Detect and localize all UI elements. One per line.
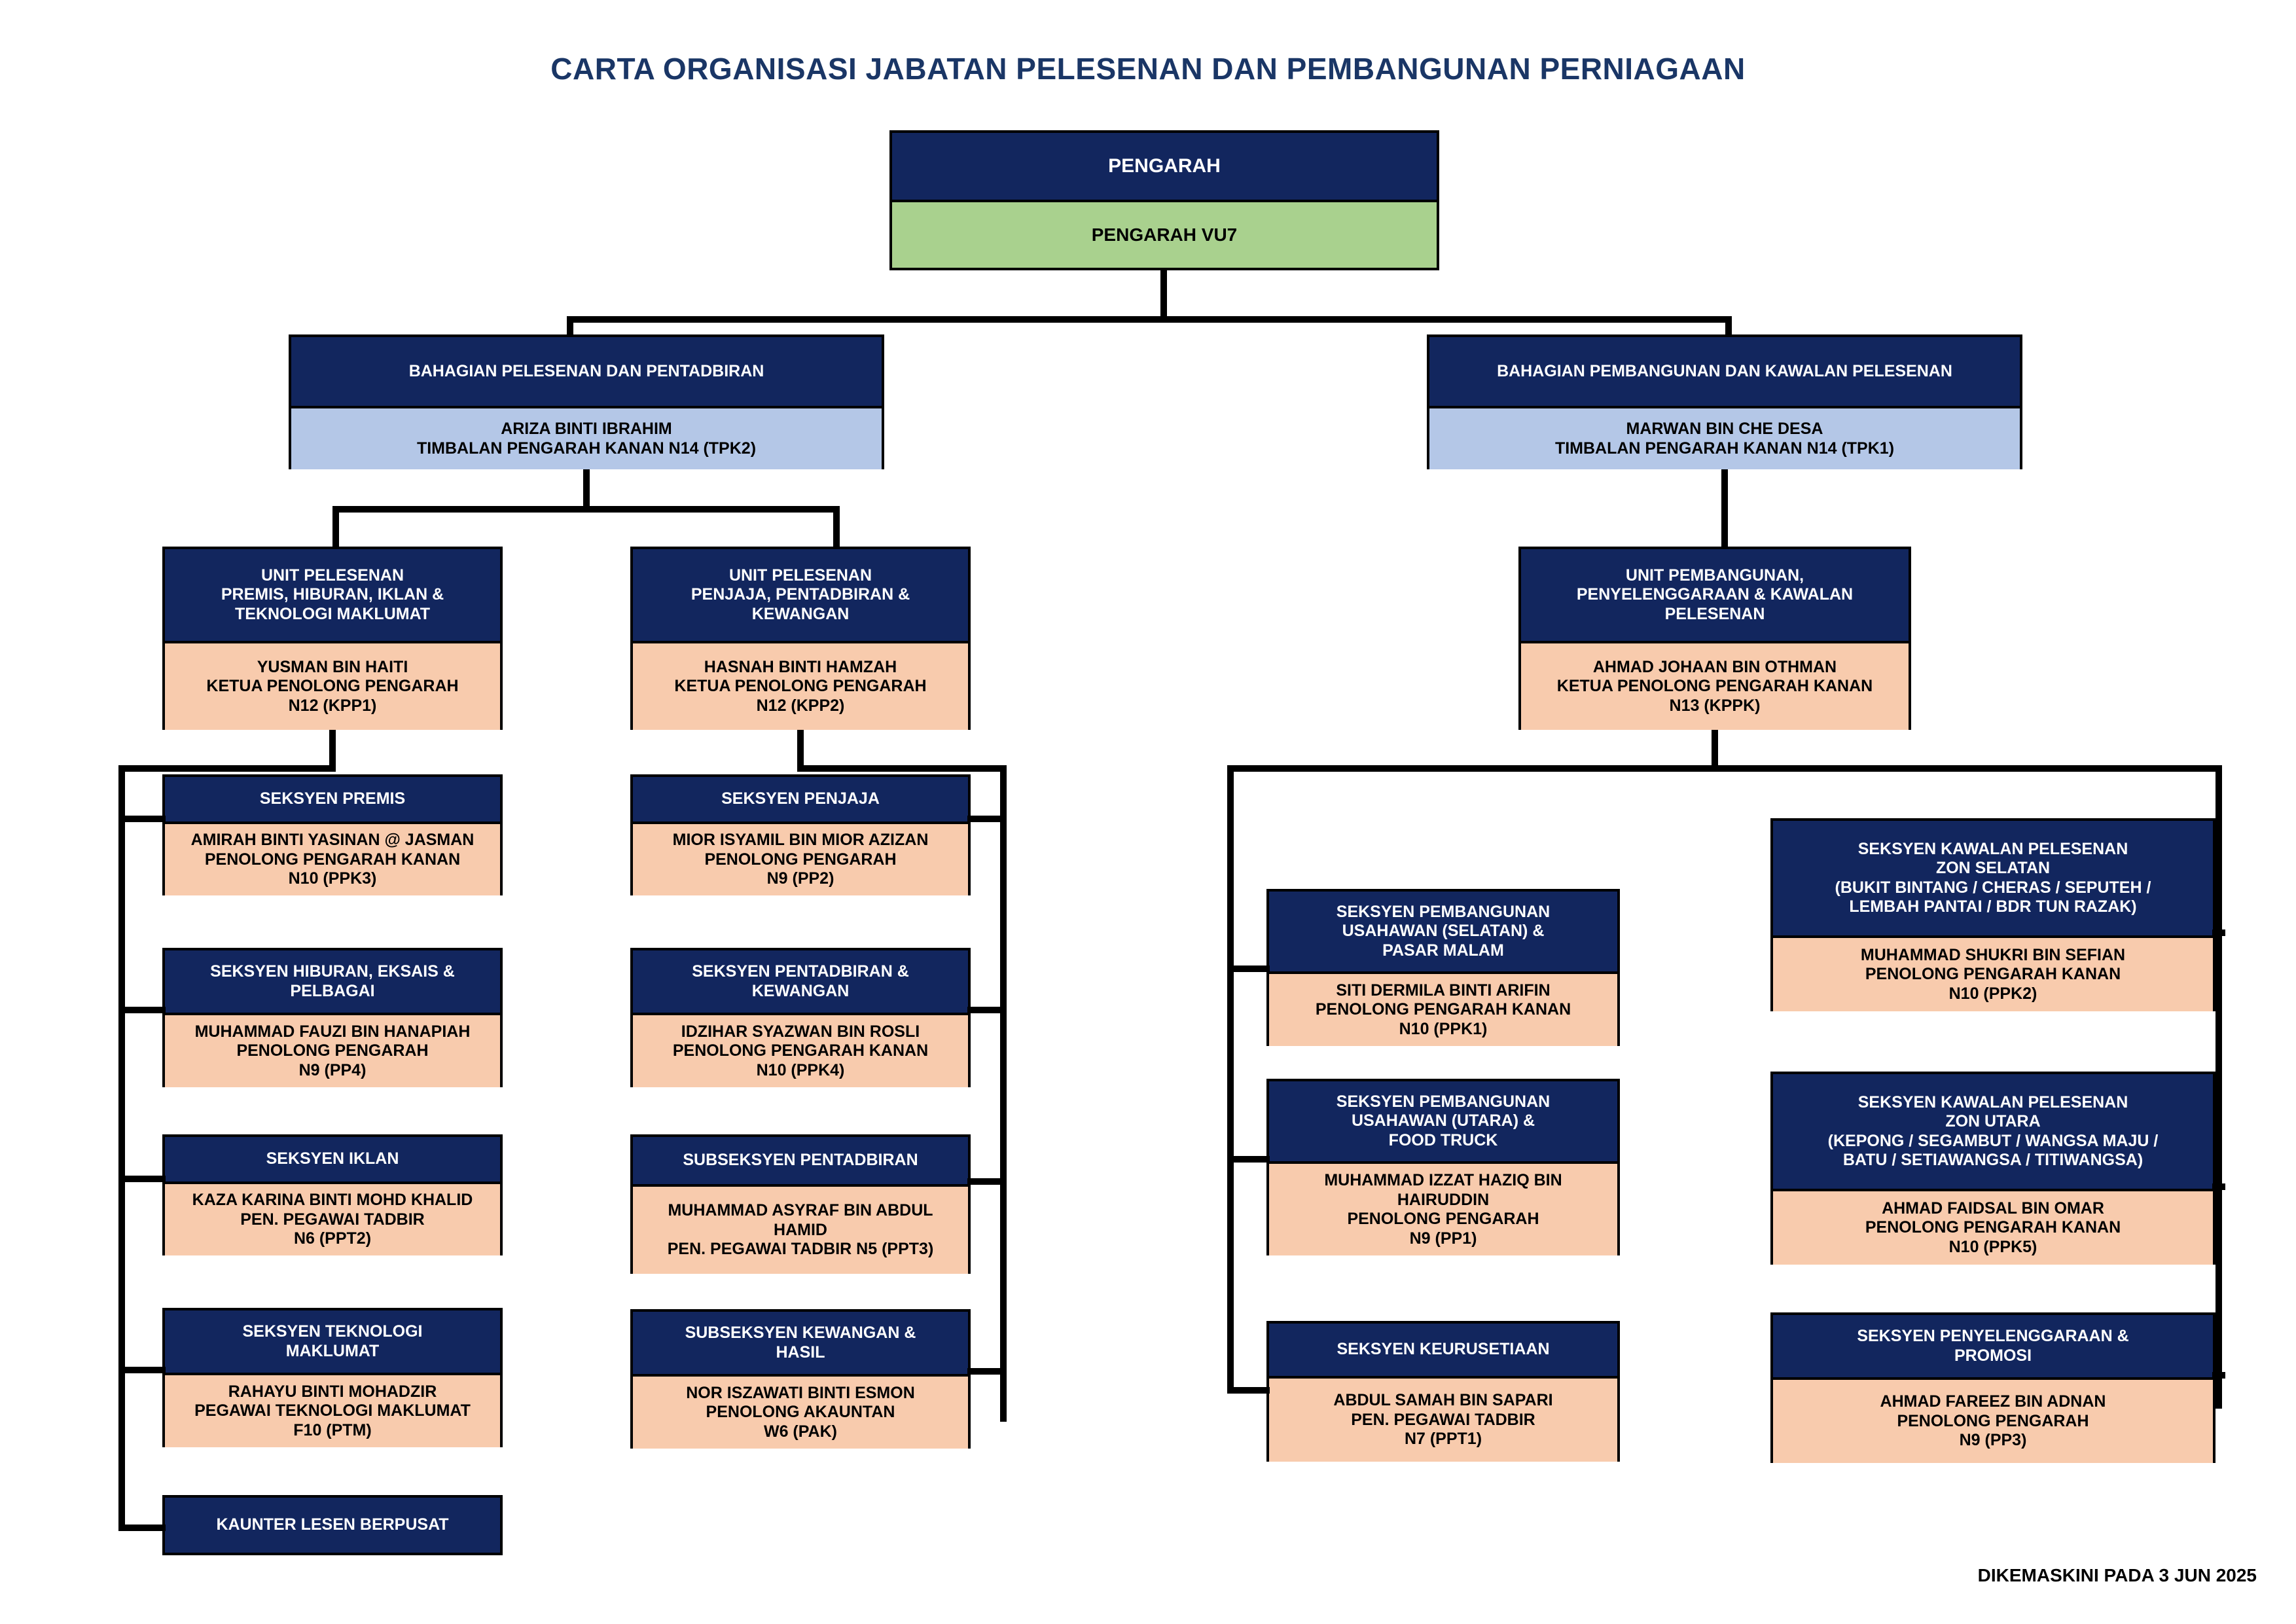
node-subseksyen-pentadbiran-header: SUBSEKSYEN PENTADBIRAN — [633, 1137, 968, 1184]
node-seksyen-pembangunan-usahawan-selatan-header: SEKSYEN PEMBANGUNAN USAHAWAN (SELATAN) &… — [1269, 892, 1617, 971]
connector-col2-stub-2 — [967, 1007, 1007, 1013]
node-bahagian-pembangunan-kawalan-body: MARWAN BIN CHE DESA TIMBALAN PENGARAH KA… — [1429, 406, 2020, 469]
node-seksyen-pentadbiran-kewangan-body: IDZIHAR SYAZWAN BIN ROSLI PENOLONG PENGA… — [633, 1013, 968, 1087]
connector-col4-spine — [2215, 765, 2222, 1409]
connector-col1-stub-3 — [118, 1176, 166, 1182]
connector-units-left-bar — [332, 506, 840, 513]
page-title: CARTA ORGANISASI JABATAN PELESENAN DAN P… — [550, 52, 1746, 86]
node-unit-penjaja-pentadbiran-kewangan-body: HASNAH BINTI HAMZAH KETUA PENOLONG PENGA… — [633, 641, 968, 730]
connector-col2-stub-1 — [967, 816, 1007, 822]
connector-col2-stem — [797, 730, 804, 770]
node-bahagian-pelesenan-pentadbiran-body: ARIZA BINTI IBRAHIM TIMBALAN PENGARAH KA… — [291, 406, 882, 469]
node-seksyen-penyelenggaraan-promosi-header: SEKSYEN PENYELENGGARAAN & PROMOSI — [1773, 1315, 2213, 1377]
connector-col2-top-bar — [797, 765, 1007, 772]
connector-unit1-drop — [332, 506, 339, 550]
node-seksyen-penjaja[interactable]: SEKSYEN PENJAJA MIOR ISYAMIL BIN MIOR AZ… — [630, 774, 971, 895]
connector-col1-stub-1 — [118, 816, 166, 822]
node-bahagian-pembangunan-kawalan[interactable]: BAHAGIAN PEMBANGUNAN DAN KAWALAN PELESEN… — [1427, 334, 2022, 469]
node-bahagian-pelesenan-pentadbiran-header: BAHAGIAN PELESENAN DAN PENTADBIRAN — [291, 337, 882, 406]
connector-col1-spine — [118, 765, 125, 1531]
node-seksyen-iklan-body: KAZA KARINA BINTI MOHD KHALID PEN. PEGAW… — [165, 1182, 500, 1255]
node-seksyen-pembangunan-usahawan-selatan-body: SITI DERMILA BINTI ARIFIN PENOLONG PENGA… — [1269, 971, 1617, 1046]
connector-col1-stub-2 — [118, 1007, 166, 1013]
node-seksyen-iklan[interactable]: SEKSYEN IKLAN KAZA KARINA BINTI MOHD KHA… — [162, 1134, 503, 1255]
connector-division-left-stem — [583, 469, 590, 511]
node-seksyen-keurusetiaan-body: ABDUL SAMAH BIN SAPARI PEN. PEGAWAI TADB… — [1269, 1376, 1617, 1462]
connector-col2-spine — [1000, 765, 1007, 1422]
connector-col1-stub-5 — [118, 1525, 166, 1531]
node-seksyen-pembangunan-usahawan-utara-header: SEKSYEN PEMBANGUNAN USAHAWAN (UTARA) & F… — [1269, 1081, 1617, 1161]
connector-col2-spine-foot — [1000, 1415, 1007, 1422]
node-seksyen-kawalan-pelesenan-zon-utara-header: SEKSYEN KAWALAN PELESENAN ZON UTARA (KEP… — [1773, 1074, 2213, 1189]
connector-col3-stub-2 — [1227, 1156, 1270, 1163]
node-seksyen-kawalan-pelesenan-zon-selatan[interactable]: SEKSYEN KAWALAN PELESENAN ZON SELATAN (B… — [1770, 818, 2215, 1011]
node-seksyen-kawalan-pelesenan-zon-selatan-body: MUHAMMAD SHUKRI BIN SEFIAN PENOLONG PENG… — [1773, 935, 2213, 1011]
connector-col3-stub-3 — [1227, 1387, 1270, 1394]
node-seksyen-hiburan-eksais-pelbagai[interactable]: SEKSYEN HIBURAN, EKSAIS & PELBAGAI MUHAM… — [162, 948, 503, 1087]
node-seksyen-kawalan-pelesenan-zon-selatan-header: SEKSYEN KAWALAN PELESENAN ZON SELATAN (B… — [1773, 821, 2213, 935]
node-pengarah-body: PENGARAH VU7 — [892, 200, 1437, 268]
node-unit-premis-hiburan-iklan-it[interactable]: UNIT PELESENAN PREMIS, HIBURAN, IKLAN & … — [162, 547, 503, 730]
node-unit-pembangunan-penyelenggaraan-kawalan-header: UNIT PEMBANGUNAN, PENYELENGGARAAN & KAWA… — [1521, 549, 1909, 641]
node-seksyen-pentadbiran-kewangan-header: SEKSYEN PENTADBIRAN & KEWANGAN — [633, 950, 968, 1013]
node-subseksyen-kewangan-hasil-body: NOR ISZAWATI BINTI ESMON PENOLONG AKAUNT… — [633, 1374, 968, 1449]
connector-division-right-stem — [1721, 469, 1728, 550]
node-seksyen-penyelenggaraan-promosi-body: AHMAD FAREEZ BIN ADNAN PENOLONG PENGARAH… — [1773, 1377, 2213, 1463]
node-unit-penjaja-pentadbiran-kewangan[interactable]: UNIT PELESENAN PENJAJA, PENTADBIRAN & KE… — [630, 547, 971, 730]
node-seksyen-penjaja-header: SEKSYEN PENJAJA — [633, 777, 968, 821]
node-seksyen-pentadbiran-kewangan[interactable]: SEKSYEN PENTADBIRAN & KEWANGAN IDZIHAR S… — [630, 948, 971, 1087]
node-bahagian-pembangunan-kawalan-header: BAHAGIAN PEMBANGUNAN DAN KAWALAN PELESEN… — [1429, 337, 2020, 406]
node-seksyen-penjaja-body: MIOR ISYAMIL BIN MIOR AZIZAN PENOLONG PE… — [633, 821, 968, 895]
node-seksyen-premis-body: AMIRAH BINTI YASINAN @ JASMAN PENOLONG P… — [165, 821, 500, 895]
node-seksyen-kawalan-pelesenan-zon-utara[interactable]: SEKSYEN KAWALAN PELESENAN ZON UTARA (KEP… — [1770, 1072, 2215, 1265]
node-seksyen-keurusetiaan-header: SEKSYEN KEURUSETIAAN — [1269, 1324, 1617, 1376]
node-pengarah[interactable]: PENGARAH PENGARAH VU7 — [889, 130, 1439, 270]
node-seksyen-hiburan-eksais-pelbagai-header: SEKSYEN HIBURAN, EKSAIS & PELBAGAI — [165, 950, 500, 1013]
connector-col2-stub-3 — [967, 1178, 1007, 1185]
node-unit-pembangunan-penyelenggaraan-kawalan-body: AHMAD JOHAAN BIN OTHMAN KETUA PENOLONG P… — [1521, 641, 1909, 730]
node-seksyen-teknologi-maklumat[interactable]: SEKSYEN TEKNOLOGI MAKLUMAT RAHAYU BINTI … — [162, 1308, 503, 1447]
node-seksyen-pembangunan-usahawan-selatan[interactable]: SEKSYEN PEMBANGUNAN USAHAWAN (SELATAN) &… — [1266, 889, 1620, 1046]
node-pengarah-header: PENGARAH — [892, 133, 1437, 200]
node-subseksyen-kewangan-hasil-header: SUBSEKSYEN KEWANGAN & HASIL — [633, 1312, 968, 1374]
connector-col34-bar — [1227, 765, 2222, 772]
node-seksyen-kawalan-pelesenan-zon-utara-body: AHMAD FAIDSAL BIN OMAR PENOLONG PENGARAH… — [1773, 1189, 2213, 1265]
node-seksyen-keurusetiaan[interactable]: SEKSYEN KEURUSETIAAN ABDUL SAMAH BIN SAP… — [1266, 1321, 1620, 1462]
node-seksyen-iklan-header: SEKSYEN IKLAN — [165, 1137, 500, 1182]
connector-col1-stub-4 — [118, 1367, 166, 1373]
last-updated-note: DIKEMASKINI PADA 3 JUN 2025 — [1977, 1565, 2257, 1585]
connector-col1-top-bar — [118, 765, 336, 772]
connector-col1-stem — [329, 730, 336, 770]
node-unit-pembangunan-penyelenggaraan-kawalan[interactable]: UNIT PEMBANGUNAN, PENYELENGGARAAN & KAWA… — [1518, 547, 1911, 730]
node-bahagian-pelesenan-pentadbiran[interactable]: BAHAGIAN PELESENAN DAN PENTADBIRAN ARIZA… — [289, 334, 884, 469]
connector-col3-stub-1 — [1227, 965, 1270, 972]
node-seksyen-teknologi-maklumat-body: RAHAYU BINTI MOHADZIR PEGAWAI TEKNOLOGI … — [165, 1373, 500, 1447]
connector-col34-stem — [1712, 730, 1718, 770]
connector-col4-stub-2 — [2212, 1183, 2225, 1190]
connector-col2-stub-4 — [967, 1368, 1007, 1375]
node-kaunter-lesen-berpusat[interactable]: KAUNTER LESEN BERPUSAT — [162, 1495, 503, 1555]
node-unit-premis-hiburan-iklan-it-body: YUSMAN BIN HAITI KETUA PENOLONG PENGARAH… — [165, 641, 500, 730]
node-subseksyen-pentadbiran[interactable]: SUBSEKSYEN PENTADBIRAN MUHAMMAD ASYRAF B… — [630, 1134, 971, 1274]
connector-director-bar — [567, 316, 1732, 323]
connector-col3-spine — [1227, 765, 1234, 1394]
node-kaunter-lesen-berpusat-header: KAUNTER LESEN BERPUSAT — [165, 1498, 500, 1553]
connector-col4-stub-1 — [2212, 929, 2225, 936]
node-seksyen-premis-header: SEKSYEN PREMIS — [165, 777, 500, 821]
node-subseksyen-kewangan-hasil[interactable]: SUBSEKSYEN KEWANGAN & HASIL NOR ISZAWATI… — [630, 1309, 971, 1449]
node-seksyen-pembangunan-usahawan-utara-body: MUHAMMAD IZZAT HAZIQ BIN HAIRUDDIN PENOL… — [1269, 1161, 1617, 1255]
node-seksyen-premis[interactable]: SEKSYEN PREMIS AMIRAH BINTI YASINAN @ JA… — [162, 774, 503, 895]
connector-unit2-drop — [833, 506, 840, 550]
node-unit-premis-hiburan-iklan-it-header: UNIT PELESENAN PREMIS, HIBURAN, IKLAN & … — [165, 549, 500, 641]
node-unit-penjaja-pentadbiran-kewangan-header: UNIT PELESENAN PENJAJA, PENTADBIRAN & KE… — [633, 549, 968, 641]
node-subseksyen-pentadbiran-body: MUHAMMAD ASYRAF BIN ABDUL HAMID PEN. PEG… — [633, 1184, 968, 1274]
connector-col4-stub-3 — [2212, 1372, 2225, 1379]
node-seksyen-penyelenggaraan-promosi[interactable]: SEKSYEN PENYELENGGARAAN & PROMOSI AHMAD … — [1770, 1312, 2215, 1463]
connector-director-stem — [1160, 270, 1167, 319]
node-seksyen-pembangunan-usahawan-utara[interactable]: SEKSYEN PEMBANGUNAN USAHAWAN (UTARA) & F… — [1266, 1079, 1620, 1255]
node-seksyen-teknologi-maklumat-header: SEKSYEN TEKNOLOGI MAKLUMAT — [165, 1310, 500, 1373]
node-seksyen-hiburan-eksais-pelbagai-body: MUHAMMAD FAUZI BIN HANAPIAH PENOLONG PEN… — [165, 1013, 500, 1087]
